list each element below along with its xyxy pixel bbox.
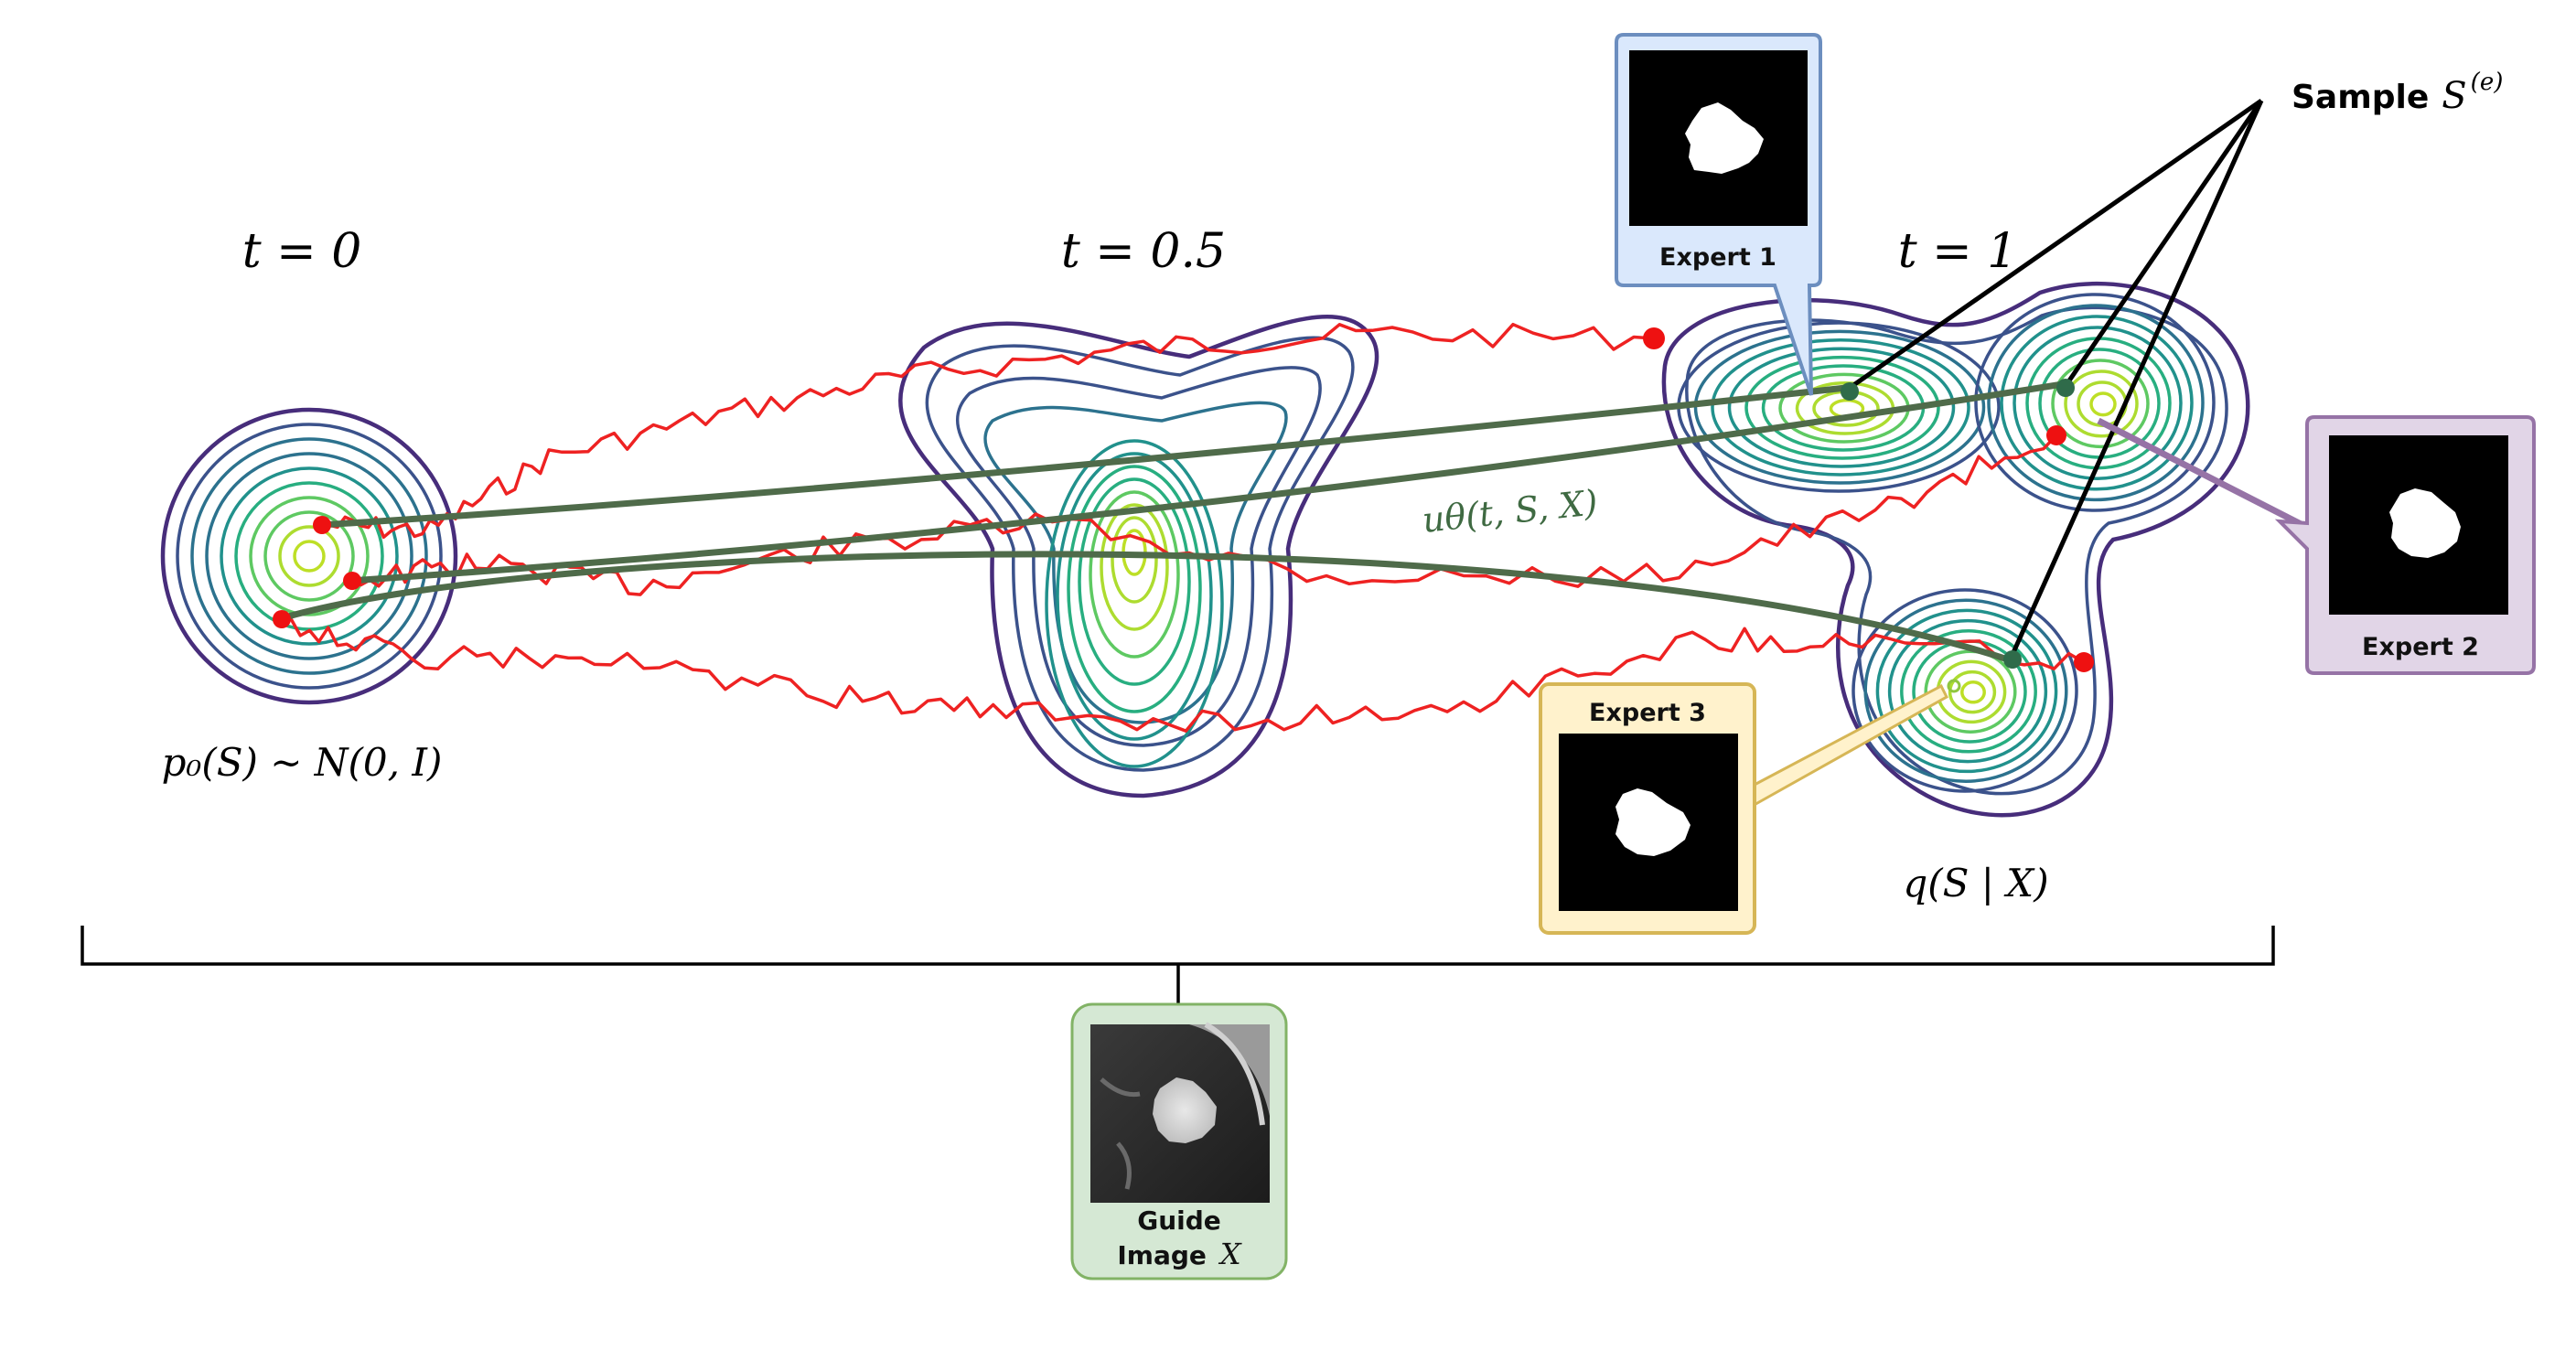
target-mode-3-contour-3 (1875, 608, 2058, 774)
guide-line-2: Image X (1117, 1237, 1242, 1271)
target-mode-3-contour-9 (1948, 670, 1997, 714)
trajectory-points (273, 327, 2094, 672)
target-mode-1-contour-5 (1744, 355, 1940, 460)
mid-contour-outer-4 (983, 401, 1288, 724)
mid-contour-inner-1 (1045, 439, 1224, 768)
guide-line-2-text: Image (1117, 1240, 1207, 1270)
sample-line-2 (2063, 99, 2264, 388)
sample-point-2 (2056, 379, 2075, 397)
guide-ct-body-edge (1189, 1024, 1270, 1116)
prior-contour-5 (220, 466, 399, 646)
expert-1-callout: Expert 1 (1615, 33, 1822, 396)
flow-trajectory-3 (278, 551, 2014, 664)
sample-label: Sample S (e) (2292, 69, 2503, 117)
target-mode-3-contour-2 (1863, 598, 2068, 783)
mid-contour-inner-7 (1111, 516, 1158, 604)
target-mode-2-contour-7 (2051, 359, 2150, 449)
target-mode-2-contour-10 (2089, 391, 2117, 417)
prior-contour-6 (234, 481, 384, 631)
expert-3-mask-shape (1615, 788, 1690, 856)
target-mode-2-contour-1 (1974, 293, 2216, 512)
expert-2-mask-shape (2389, 488, 2461, 558)
sample-line-1 (1848, 98, 2263, 391)
guide-ct-lesion (1153, 1077, 1217, 1143)
sample-label-prefix: Sample (2292, 79, 2429, 116)
flow-trajectory-2 (346, 380, 2066, 584)
target-mode-2-contour-3 (2000, 315, 2194, 491)
expert-3-callout: Expert 3 (1539, 679, 1961, 935)
prior-contour-7 (249, 496, 370, 616)
endpoint-1 (1643, 327, 1665, 349)
prior-point-1 (313, 516, 331, 534)
sample-label-superscript: (e) (2471, 69, 2504, 96)
endpoint-3 (2074, 652, 2094, 672)
expert-2-pointer (2097, 417, 2312, 532)
prior-density-contours (160, 407, 458, 705)
target-contour-outer-1 (1661, 281, 2250, 818)
prior-label: p₀(S) ~ N(0, I) (162, 740, 443, 785)
target-mode-3-contour-10 (1960, 680, 1986, 704)
sample-connector-lines (1848, 98, 2264, 660)
target-mode-2-contour-4 (2012, 326, 2183, 480)
flow-trajectories (278, 380, 2066, 664)
prior-contour-9 (278, 525, 340, 587)
target-mode-3-contour-1 (1852, 588, 2078, 793)
target-mode-3-contour-5 (1900, 629, 2037, 754)
sample-line-3 (2008, 99, 2264, 660)
prior-contour-1 (160, 407, 458, 705)
mid-contour-inner-4 (1078, 477, 1191, 686)
prior-contour-8 (263, 510, 355, 602)
time-label-t0: t = 0 (242, 224, 362, 279)
bracket-line (80, 926, 2275, 966)
flow-trajectory-1 (317, 384, 1850, 529)
expert-2-label: Expert 2 (2362, 633, 2479, 661)
target-density-contours (1661, 281, 2250, 818)
endpoint-2 (2046, 425, 2066, 445)
target-mode-1-contour-4 (1727, 347, 1956, 468)
mid-contour-outer-3 (955, 366, 1322, 747)
bracket (80, 926, 2275, 1003)
sample-point-3 (2003, 650, 2022, 669)
guide-ct-body-edge-inner (1204, 1022, 1265, 1126)
time-label-t-half: t = 0.5 (1061, 224, 1226, 279)
mid-contour-inner-2 (1056, 452, 1213, 741)
guide-image-box: Guide Image X (1070, 1002, 1288, 1280)
prior-point-3 (273, 610, 291, 628)
expert-1-label: Expert 1 (1659, 243, 1776, 272)
target-mode-2-contour-2 (1987, 304, 2205, 502)
sample-label-symbol: S (2442, 75, 2466, 117)
guide-ct-vessel (1100, 1077, 1141, 1190)
time-label-t1: t = 1 (1898, 224, 2018, 279)
expert-3-pointer-tip (1947, 679, 1961, 693)
guide-line-2-symbol: X (1218, 1237, 1242, 1271)
mid-contour-inner-6 (1100, 503, 1169, 631)
target-label: q(S | X) (1903, 861, 2048, 905)
stochastic-path-3 (281, 616, 2085, 733)
prior-point-2 (343, 572, 361, 590)
expert-3-label: Expert 3 (1589, 699, 1706, 727)
target-contour-outer-2 (1685, 305, 2228, 796)
prior-contour-4 (205, 452, 413, 660)
intermediate-density-contours (898, 315, 1379, 798)
guide-line-1: Guide (1137, 1205, 1221, 1236)
prior-contour-2 (176, 423, 443, 690)
prior-contour-10 (293, 540, 326, 573)
sample-point-1 (1841, 382, 1859, 401)
expert-2-callout: Expert 2 (2097, 415, 2536, 675)
target-mode-1-contour-2 (1693, 329, 1986, 485)
velocity-label: uθ(t, S, X) (1421, 482, 1600, 541)
target-mode-3-contour-4 (1887, 618, 2048, 764)
mid-contour-outer-2 (925, 336, 1355, 772)
mid-contour-outer-1 (898, 315, 1379, 798)
expert-1-mask-shape (1685, 102, 1764, 174)
target-mode-2-contour-8 (2064, 370, 2139, 438)
mid-contour-inner-3 (1067, 465, 1202, 713)
target-mode-1-contour-3 (1711, 338, 1970, 477)
prior-contour-3 (190, 437, 428, 675)
mid-contour-inner-5 (1089, 490, 1180, 659)
